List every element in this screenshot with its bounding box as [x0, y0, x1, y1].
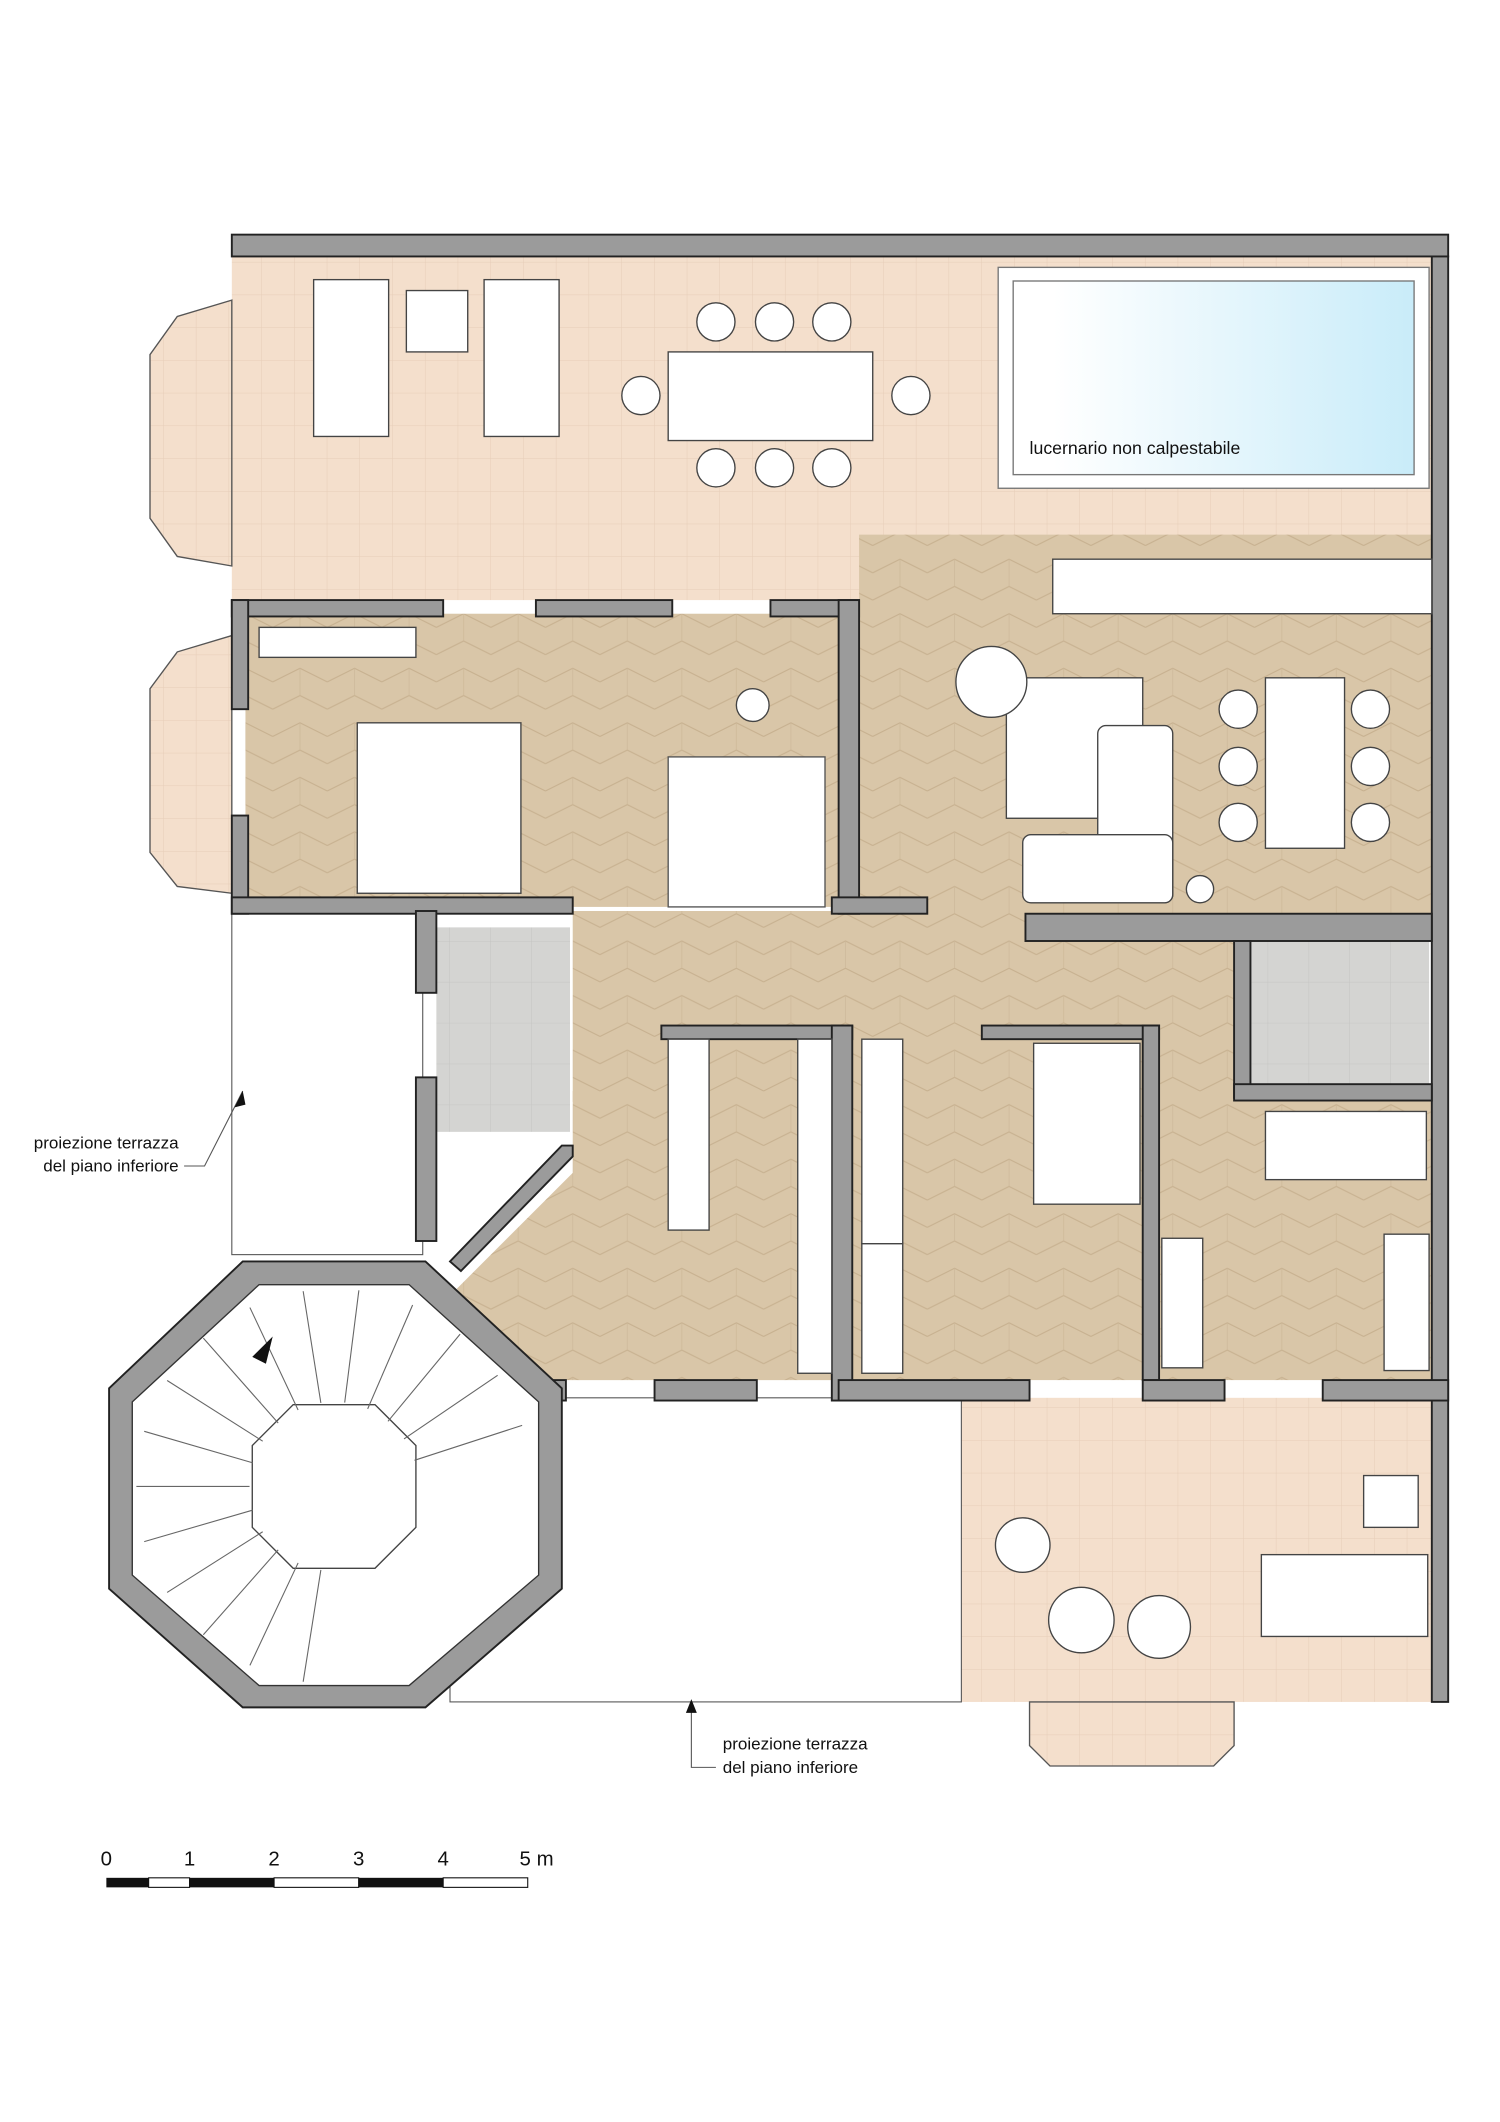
- spiral-staircase: [108, 1260, 563, 1709]
- armchair: [1047, 1586, 1115, 1654]
- shoe-cabinet: [667, 1038, 710, 1231]
- scale-tick-5: 5 m: [520, 1848, 554, 1871]
- bathroom-left: [436, 927, 570, 1132]
- projection-label-left-1: proiezione terrazza: [34, 1133, 179, 1152]
- stair-step: [414, 1424, 523, 1461]
- armchair: [994, 1517, 1051, 1574]
- stair-step: [403, 1374, 498, 1440]
- armchair: [955, 645, 1028, 719]
- side-table: [405, 289, 469, 353]
- stair-step: [367, 1304, 414, 1410]
- chair: [696, 448, 736, 488]
- coffee-table: [1127, 1594, 1192, 1659]
- stair-step: [344, 1290, 360, 1403]
- stair-step: [387, 1333, 461, 1422]
- chair: [1218, 689, 1258, 729]
- chair: [1350, 746, 1391, 787]
- projection-outline-left: [231, 910, 424, 1256]
- scale-tick-2: 2: [268, 1848, 279, 1871]
- furniture: [258, 278, 1433, 1659]
- stair-step: [302, 1291, 322, 1404]
- double-bed: [356, 722, 522, 894]
- stair-step: [249, 1307, 299, 1411]
- chair: [696, 302, 736, 342]
- annotation-bottom: proiezione terrazza del piano inferiore: [685, 1699, 868, 1777]
- bathroom-right: [1247, 941, 1430, 1085]
- stair-step: [202, 1549, 279, 1636]
- stair-step: [144, 1509, 254, 1543]
- cabinet: [797, 1038, 833, 1374]
- sofa: [1022, 833, 1174, 904]
- walk-in-closet: [667, 756, 826, 908]
- chair: [1218, 746, 1258, 787]
- desk: [1161, 1237, 1204, 1369]
- chair: [754, 448, 795, 488]
- sun-lounger: [483, 278, 560, 438]
- chair: [1350, 802, 1391, 843]
- scale-tick-4: 4: [437, 1848, 448, 1871]
- sun-lounger: [312, 278, 390, 438]
- stair-step: [144, 1430, 254, 1464]
- wardrobe: [861, 1038, 904, 1245]
- side-table: [1362, 1474, 1419, 1529]
- chair: [754, 302, 795, 342]
- walls: [230, 233, 1450, 1703]
- wardrobe: [258, 626, 417, 659]
- stair-direction-arrow: [252, 1336, 273, 1364]
- stair-step: [249, 1562, 299, 1666]
- kitchen-counter: [1052, 558, 1433, 615]
- stair-step: [302, 1569, 322, 1682]
- projection-label-bottom-1: proiezione terrazza: [723, 1735, 868, 1754]
- chair: [891, 375, 931, 416]
- entrance-room: [456, 1091, 832, 1381]
- chair: [1218, 802, 1258, 843]
- scale-tick-0: 0: [101, 1848, 112, 1871]
- stair-step: [202, 1337, 279, 1424]
- stair-step: [166, 1380, 263, 1442]
- bed: [1264, 1110, 1428, 1181]
- sun-lounger: [1260, 1553, 1429, 1638]
- chair: [812, 302, 852, 342]
- chair: [621, 375, 661, 416]
- bay-balcony-left: [149, 634, 233, 895]
- scale-tick-1: 1: [184, 1848, 195, 1871]
- projection-label-left-2: del piano inferiore: [43, 1156, 178, 1175]
- chair: [812, 448, 852, 488]
- dining-table: [1264, 677, 1346, 849]
- skylight-label: lucernario non calpestabile: [1030, 438, 1241, 458]
- desk: [861, 1243, 904, 1374]
- dining-table-outdoor: [667, 351, 874, 442]
- wardrobe: [1383, 1233, 1430, 1372]
- projection-label-bottom-2: del piano inferiore: [723, 1758, 858, 1777]
- chair: [1350, 689, 1391, 729]
- bay-balcony-top: [149, 299, 233, 567]
- round-table: [735, 688, 770, 723]
- stair-step: [166, 1531, 263, 1593]
- chairs: [621, 302, 1391, 843]
- annotation-left: proiezione terrazza del piano inferiore: [34, 1090, 246, 1175]
- scale-tick-3: 3: [353, 1848, 364, 1871]
- floor-lamp: [1185, 874, 1215, 904]
- scale-bar: 0 1 2 3 4 5 m: [101, 1848, 554, 1888]
- single-bed: [1032, 1042, 1141, 1205]
- skylight: lucernario non calpestabile: [997, 266, 1430, 489]
